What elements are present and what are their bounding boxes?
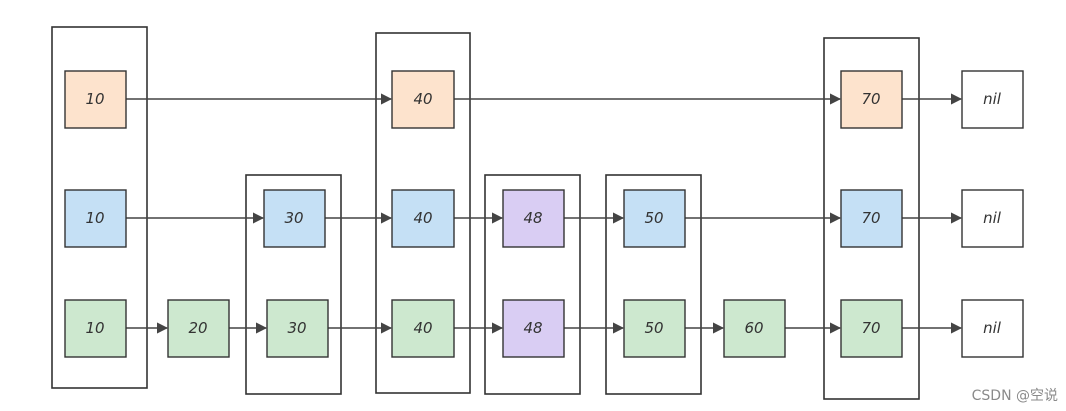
node-mid-48-label: 48 [523, 209, 542, 227]
node-mid-10-label: 10 [85, 209, 104, 227]
node-mid-10 [64, 189, 127, 248]
node-bot-20-label: 20 [188, 319, 207, 337]
node-bot-30 [266, 299, 329, 358]
node-mid-nil [961, 189, 1024, 248]
column-frame-10 [51, 26, 148, 389]
node-mid-30-label: 30 [284, 209, 303, 227]
node-top-10-label: 10 [85, 90, 104, 108]
node-top-70-label: 70 [861, 90, 880, 108]
node-mid-50 [623, 189, 686, 248]
node-bot-48 [502, 299, 565, 358]
node-mid-70 [840, 189, 903, 248]
node-mid-40 [391, 189, 455, 248]
level-bottom: 10 20 30 40 48 50 60 70 nil [64, 299, 1024, 358]
node-bot-70 [840, 299, 903, 358]
node-bot-10 [64, 299, 127, 358]
node-mid-40-label: 40 [413, 209, 432, 227]
node-bot-48-label: 48 [523, 319, 542, 337]
watermark: CSDN @空说 [971, 388, 1058, 404]
column-frame-50 [605, 174, 702, 395]
node-bot-50 [623, 299, 686, 358]
node-bot-10-label: 10 [85, 319, 104, 337]
node-top-70 [840, 70, 903, 129]
node-bot-40-label: 40 [413, 319, 432, 337]
node-bot-60-label: 60 [744, 319, 763, 337]
node-top-40-label: 40 [413, 90, 432, 108]
node-bot-50-label: 50 [644, 319, 663, 337]
node-mid-70-label: 70 [861, 209, 880, 227]
level-top: 10 40 70 nil [64, 70, 1024, 129]
node-top-40 [391, 70, 455, 129]
node-bot-nil [961, 299, 1024, 358]
node-top-nil [961, 70, 1024, 129]
column-frame-30 [245, 174, 342, 395]
node-bot-30-label: 30 [287, 319, 306, 337]
node-bot-60 [723, 299, 786, 358]
node-top-10 [64, 70, 127, 129]
node-mid-nil-label: nil [983, 209, 1002, 227]
node-bot-nil-label: nil [983, 319, 1002, 337]
node-mid-50-label: 50 [644, 209, 663, 227]
column-frame-48 [484, 174, 581, 395]
node-mid-30 [263, 189, 326, 248]
column-frame-40 [375, 32, 471, 394]
node-bot-70-label: 70 [861, 319, 880, 337]
node-bot-40 [391, 299, 455, 358]
node-top-nil-label: nil [983, 90, 1002, 108]
node-mid-48 [502, 189, 565, 248]
level-middle: 10 30 40 48 50 70 nil [64, 189, 1024, 248]
node-bot-20 [167, 299, 230, 358]
